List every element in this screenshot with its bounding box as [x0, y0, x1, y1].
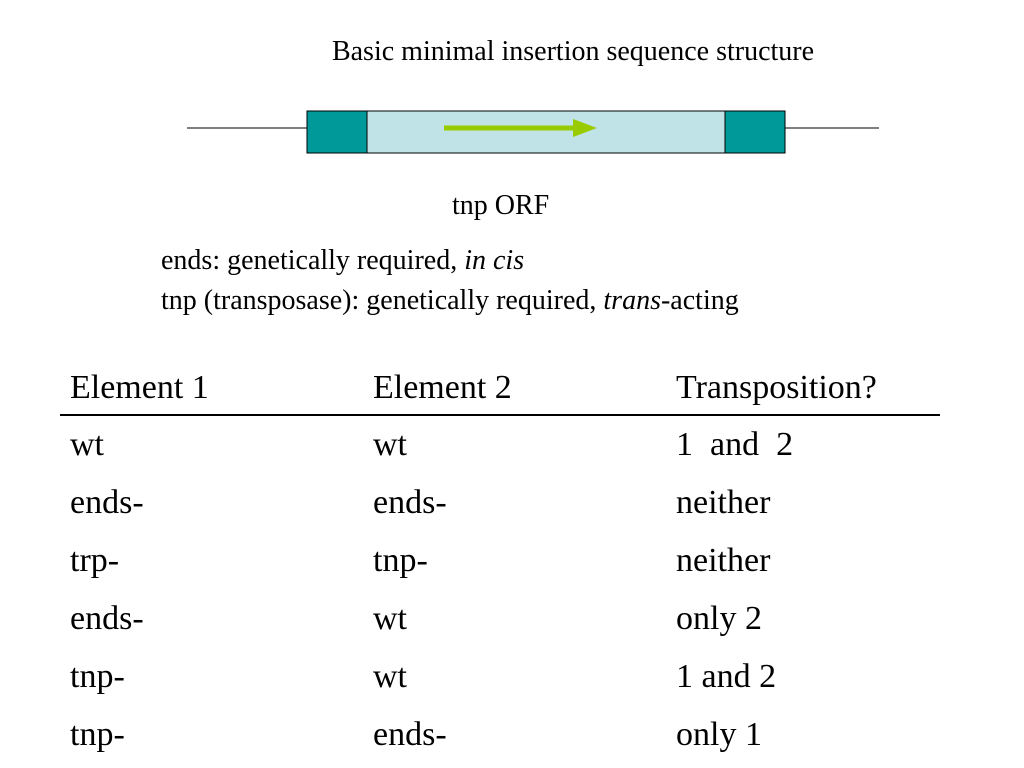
tnp-note: tnp (transposase): genetically required,…: [161, 281, 739, 321]
tnp-note-italic: trans: [603, 285, 661, 316]
cell-transposition: only 1: [676, 716, 762, 753]
cell-element-1: trp-: [70, 542, 120, 579]
right-end-block: [724, 110, 786, 154]
table-row: trp- tnp- neither: [60, 532, 940, 590]
table-row: ends- wt only 2: [60, 590, 940, 648]
insertion-sequence-diagram: [187, 110, 879, 154]
cell-element-1: wt: [70, 426, 104, 463]
cell-transposition: neither: [676, 542, 771, 579]
cell-element-1: tnp-: [70, 716, 125, 753]
cell-transposition: neither: [676, 484, 771, 521]
cell-transposition: 1 and 2: [676, 658, 777, 695]
orf-label: tnp ORF: [452, 190, 550, 221]
ends-note: ends: genetically required, in cis: [161, 241, 739, 281]
header-element-1: Element 1: [60, 362, 363, 416]
table-row: tnp- wt 1 and 2: [60, 648, 940, 706]
requirements-notes: ends: genetically required, in cis tnp (…: [161, 241, 739, 321]
cell-element-2: ends-: [373, 716, 447, 753]
cell-element-1: ends-: [70, 600, 144, 637]
ends-note-italic: in cis: [464, 245, 525, 276]
tnp-note-text: tnp (transposase): genetically required,: [161, 285, 604, 316]
left-end-block: [306, 110, 368, 154]
cell-element-2: wt: [373, 426, 407, 463]
table-row: tnp- ends- only 1: [60, 706, 940, 764]
slide-title: Basic minimal insertion sequence structu…: [331, 36, 815, 67]
table-header-row: Element 1 Element 2 Transposition?: [60, 362, 940, 416]
cell-element-2: wt: [373, 600, 407, 637]
tnp-orf-body: [366, 110, 726, 154]
cell-transposition: 1 and 2: [676, 426, 794, 463]
table-row: ends- ends- neither: [60, 474, 940, 532]
transposition-table: Element 1 Element 2 Transposition? wt wt…: [60, 362, 940, 764]
tnp-note-suffix: -acting: [660, 285, 739, 316]
cell-element-1: ends-: [70, 484, 144, 521]
header-transposition: Transposition?: [666, 362, 940, 416]
orf-direction-arrow-icon: [444, 119, 597, 137]
ends-note-text: ends: genetically required,: [161, 245, 465, 276]
cell-element-2: wt: [373, 658, 407, 695]
table-row: wt wt 1 and 2: [60, 415, 940, 474]
cell-element-2: tnp-: [373, 542, 428, 579]
cell-element-2: ends-: [373, 484, 447, 521]
cell-element-1: tnp-: [70, 658, 125, 695]
cell-transposition: only 2: [676, 600, 762, 637]
header-element-2: Element 2: [363, 362, 666, 416]
